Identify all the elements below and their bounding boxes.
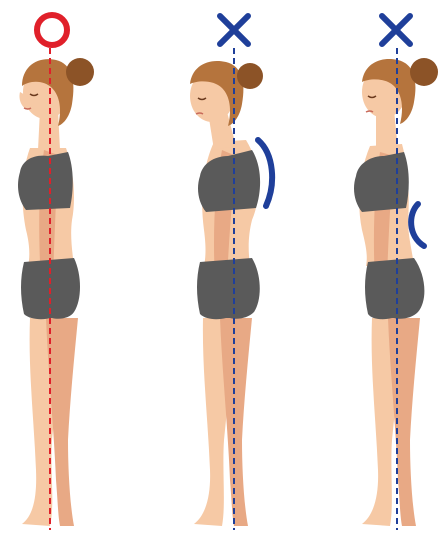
- curvature-arc: [258, 140, 272, 206]
- hair-bun: [410, 58, 438, 86]
- circle-mark-icon: [37, 15, 67, 45]
- cross-mark-icon: [220, 16, 248, 44]
- figure-swayback-posture: [354, 16, 438, 530]
- figure-hunched-posture: [190, 16, 272, 530]
- hair-bun: [237, 63, 263, 89]
- hair-bun: [66, 58, 94, 86]
- sports-top: [198, 150, 260, 212]
- figure-good-posture: [18, 15, 94, 530]
- shorts: [197, 258, 260, 319]
- sports-top: [18, 152, 73, 210]
- shorts: [365, 258, 424, 319]
- sports-top: [354, 152, 409, 212]
- curvature-arc: [411, 204, 424, 246]
- cross-mark-icon: [382, 16, 410, 44]
